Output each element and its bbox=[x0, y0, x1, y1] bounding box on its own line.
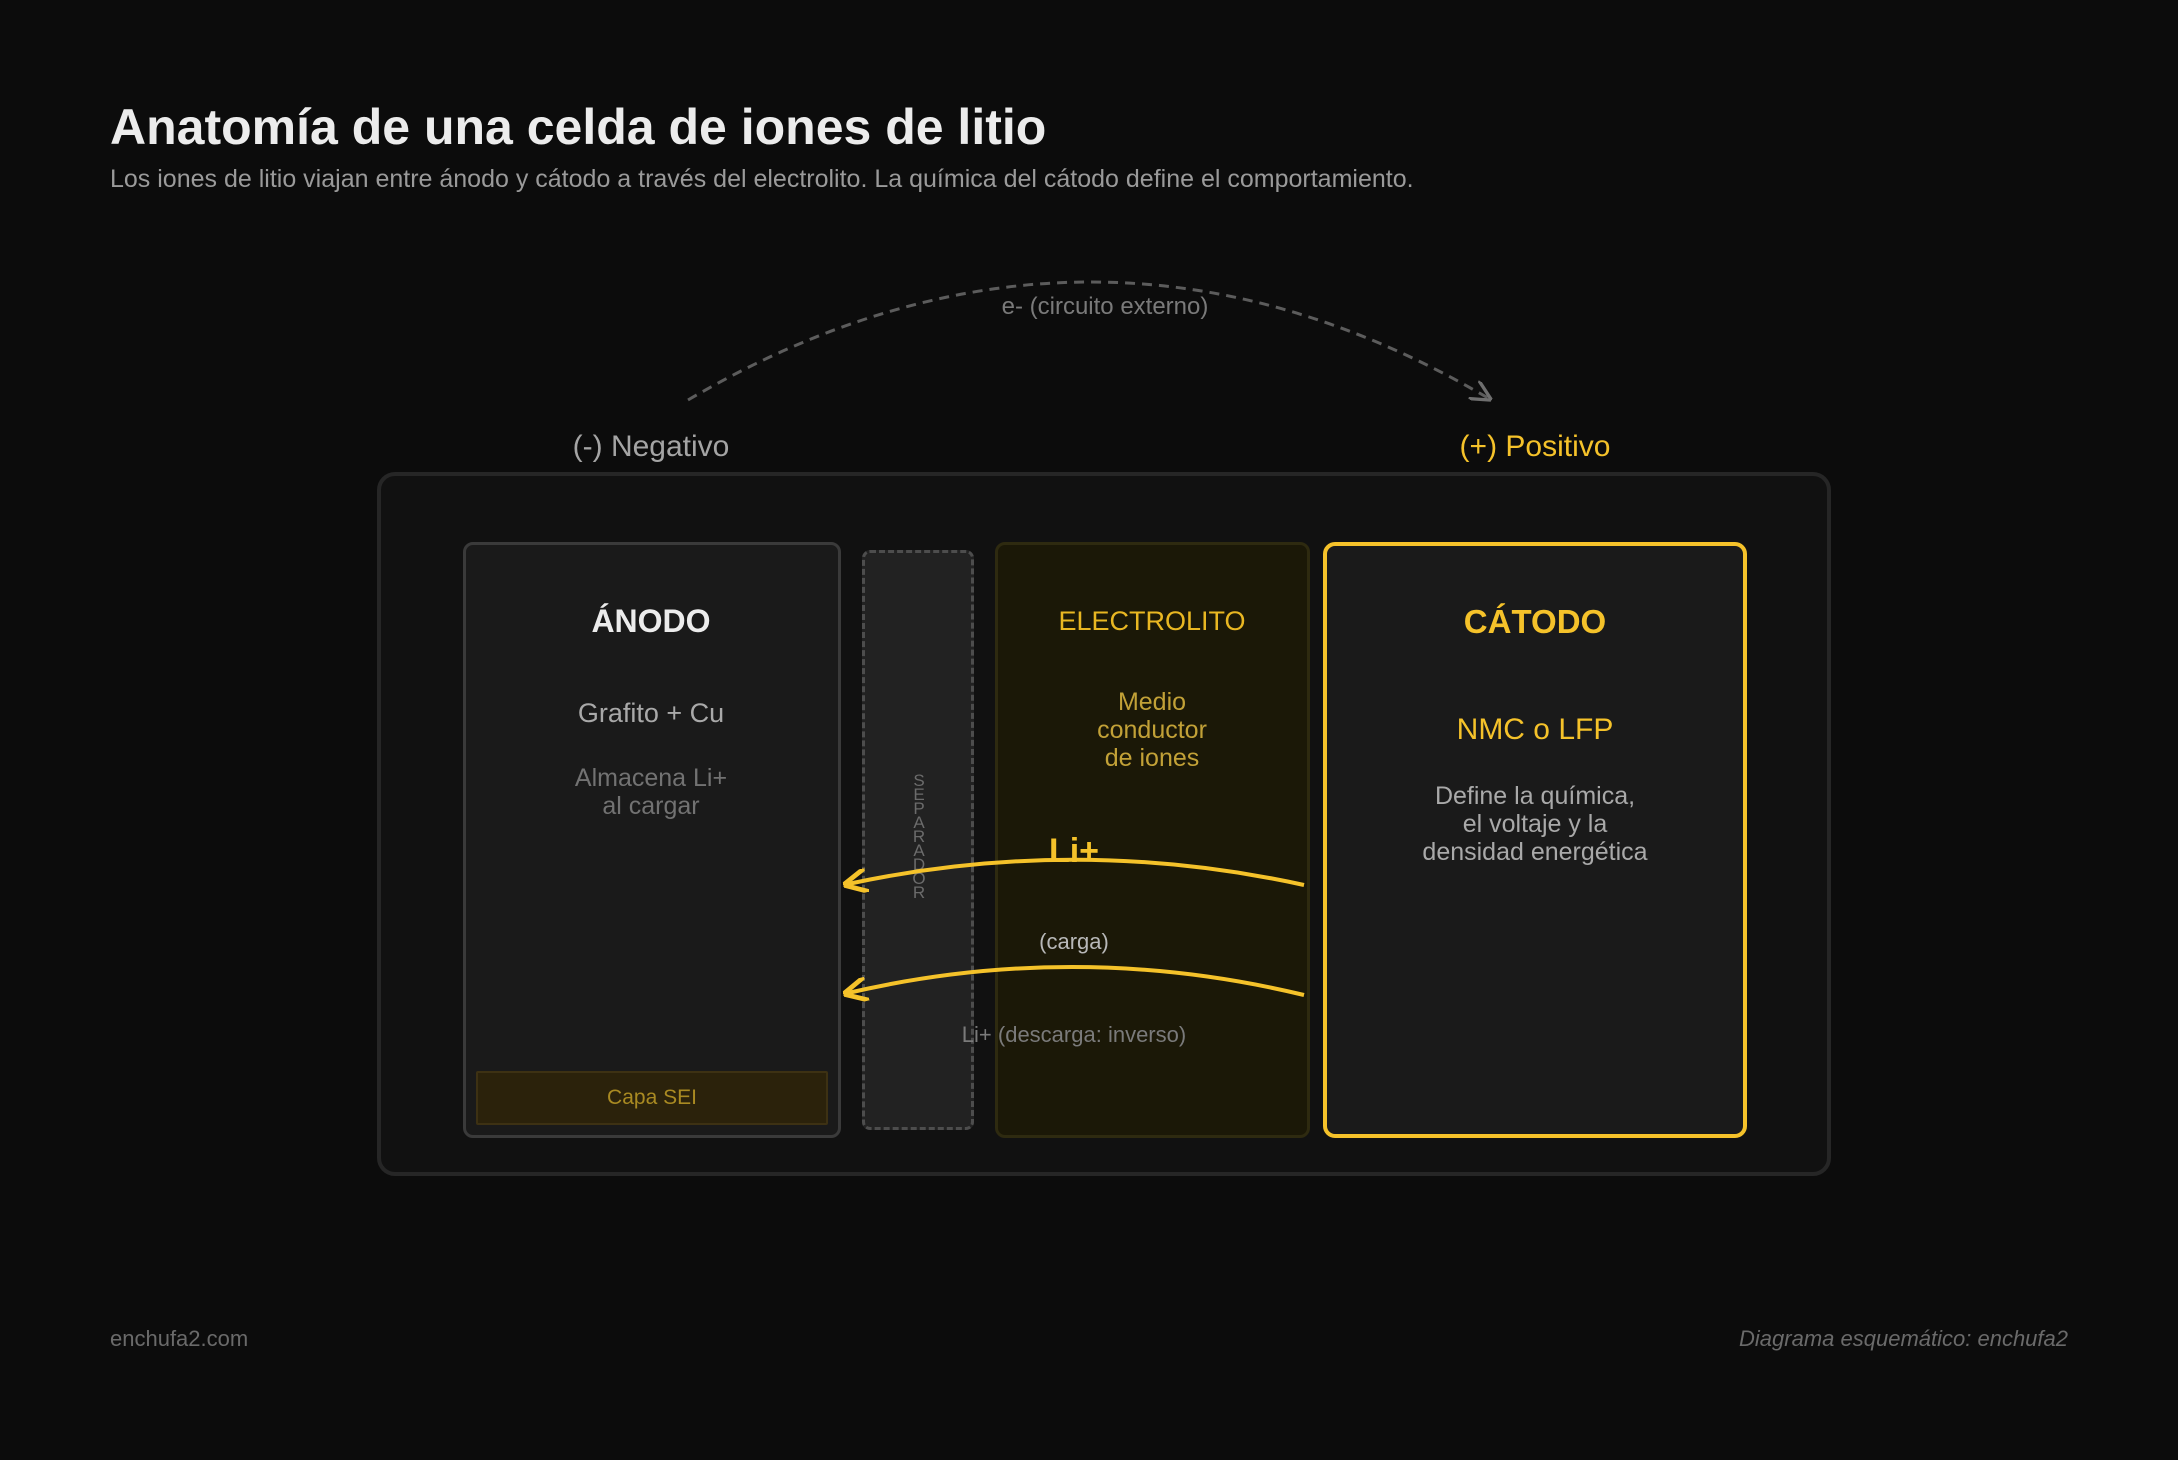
cathode-desc-line: Define la química, bbox=[1434, 782, 1636, 810]
positive-terminal-label: (+) Positivo bbox=[1459, 430, 1611, 463]
page-subtitle: Los iones de litio viajan entre ánodo y … bbox=[110, 165, 1414, 193]
separator-letter: S bbox=[913, 771, 925, 790]
electrolyte-title: ELECTROLITO bbox=[1058, 606, 1246, 636]
separator-letter: E bbox=[913, 785, 925, 804]
separator-letter: A bbox=[913, 841, 925, 860]
separator-letter: P bbox=[913, 799, 925, 818]
anode-material: Grafito + Cu bbox=[577, 698, 725, 728]
separator-letter: R bbox=[912, 883, 926, 902]
electrolyte-desc-line: de iones bbox=[1104, 744, 1200, 772]
anode-description: Almacena Li+ al cargar bbox=[575, 764, 727, 820]
footer-site: enchufa2.com bbox=[110, 1326, 249, 1351]
electrolyte-block bbox=[995, 542, 1310, 1138]
anode-desc-line: al cargar bbox=[602, 792, 700, 820]
ion-label: Li+ bbox=[1048, 832, 1100, 870]
charge-label: (carga) bbox=[1039, 929, 1109, 954]
external-circuit-arc bbox=[687, 280, 1488, 400]
cathode-block bbox=[1323, 542, 1747, 1138]
separator-block bbox=[862, 550, 974, 1130]
anode-desc-line: Almacena Li+ bbox=[574, 764, 728, 792]
cathode-description: Define la química, el voltaje y la densi… bbox=[1422, 782, 1647, 866]
cathode-desc-line: densidad energética bbox=[1422, 838, 1648, 866]
anode-block bbox=[463, 542, 841, 1138]
footer-credit: Diagrama esquemático: enchufa2 bbox=[1739, 1326, 2068, 1351]
cathode-material: NMC o LFP bbox=[1456, 713, 1614, 746]
discharge-label: Li+ (descarga: inverso) bbox=[961, 1022, 1187, 1047]
separator-letter: O bbox=[912, 869, 926, 888]
separator-letter: A bbox=[913, 813, 925, 832]
anode-title: ÁNODO bbox=[591, 603, 711, 639]
cathode-desc-line: el voltaje y la bbox=[1462, 810, 1608, 838]
page-title: Anatomía de una celda de iones de litio bbox=[110, 99, 1047, 155]
negative-terminal-label: (-) Negativo bbox=[572, 430, 730, 463]
discharge-arrow bbox=[848, 965, 1305, 995]
sei-layer: Capa SEI bbox=[476, 1071, 828, 1125]
separator-letter: R bbox=[912, 827, 926, 846]
electrolyte-desc-line: Medio bbox=[1117, 688, 1187, 716]
external-circuit-label: e- (circuito externo) bbox=[1001, 293, 1209, 320]
charge-arrow bbox=[848, 857, 1305, 885]
electrolyte-desc-line: conductor bbox=[1097, 716, 1207, 744]
electrolyte-description: Medio conductor de iones bbox=[1097, 688, 1207, 772]
cathode-title: CÁTODO bbox=[1463, 603, 1607, 640]
